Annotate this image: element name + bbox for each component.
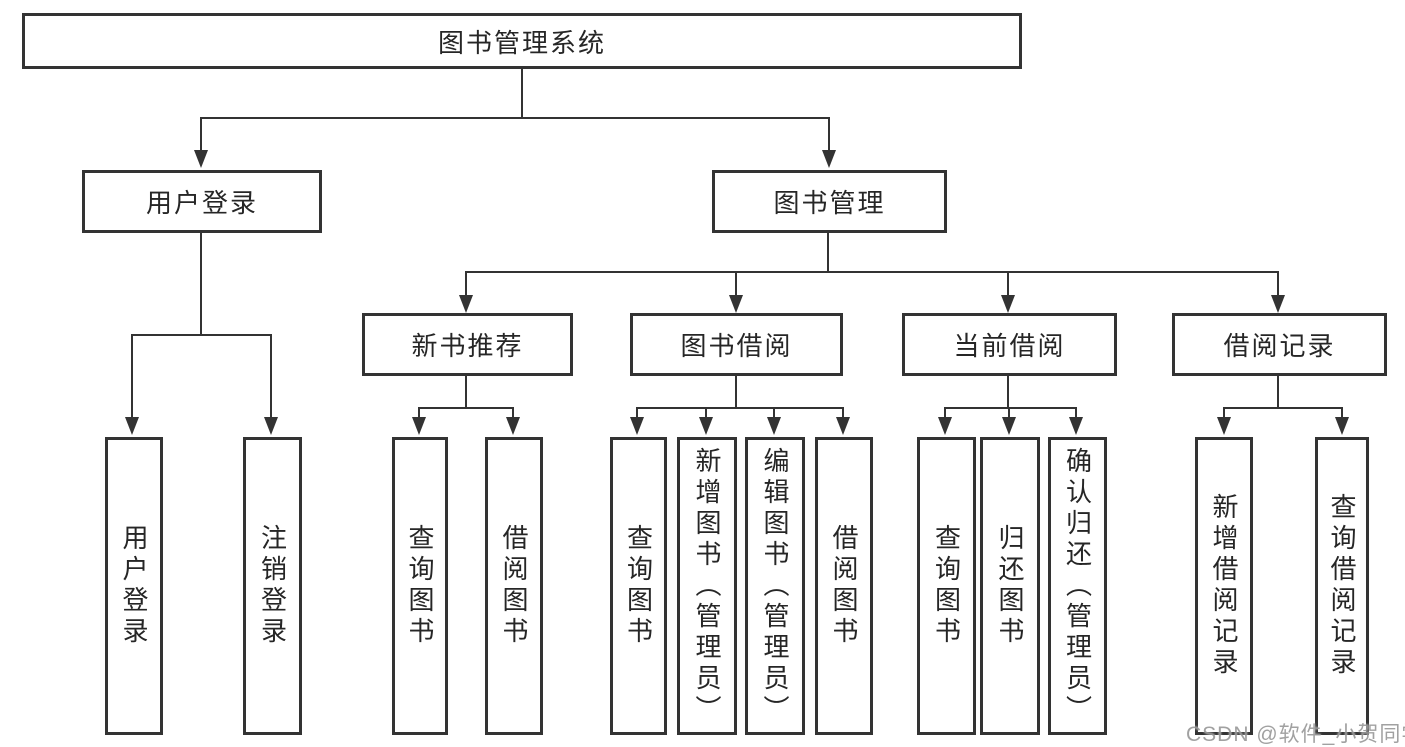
connector-line (944, 407, 1077, 409)
connector-line (418, 407, 420, 419)
node-label: 借阅图书 (829, 524, 859, 648)
arrowhead-down-icon (194, 150, 208, 168)
connector-line (705, 407, 707, 419)
leaf-user-login: 用户登录 (105, 437, 163, 735)
leaf-add-borrow-record: 新增借阅记录 (1195, 437, 1253, 735)
node-label: 查询图书 (623, 524, 654, 648)
connector-line (636, 407, 844, 409)
connector-line (521, 69, 523, 119)
arrowhead-down-icon (938, 417, 952, 435)
connector-line (200, 233, 202, 336)
csdn-watermark: CSDN @软件_小贺同学 (1186, 723, 1405, 746)
node-borrow-record: 借阅记录 (1172, 313, 1387, 376)
connector-line (1223, 407, 1225, 419)
connector-line (270, 334, 272, 419)
connector-line (131, 334, 133, 419)
node-book-management: 图书管理 (712, 170, 947, 233)
arrowhead-down-icon (412, 417, 426, 435)
arrowhead-down-icon (1001, 295, 1015, 313)
node-label: 新增借阅记录 (1209, 493, 1239, 679)
connector-line (1277, 376, 1279, 409)
arrowhead-down-icon (767, 417, 781, 435)
node-root: 图书管理系统 (22, 13, 1022, 69)
node-label: 查询图书 (405, 524, 435, 648)
node-label: 新增图书（管理员） (692, 446, 722, 726)
leaf-return-books: 归还图书 (980, 437, 1040, 735)
node-new-book-recommend: 新书推荐 (362, 313, 573, 376)
connector-line (1341, 407, 1343, 419)
connector-line (636, 407, 638, 419)
leaf-confirm-return-admin: 确认归还（管理员） (1048, 437, 1107, 735)
connector-line (827, 233, 829, 273)
connector-line (1277, 271, 1279, 297)
node-label: 注销登录 (257, 524, 288, 648)
leaf-edit-books-admin: 编辑图书（管理员） (745, 437, 805, 735)
arrowhead-down-icon (1069, 417, 1083, 435)
arrowhead-down-icon (836, 417, 850, 435)
leaf-borrow-books: 借阅图书 (815, 437, 873, 735)
node-label: 用户登录 (145, 188, 258, 218)
connector-line (1075, 407, 1077, 419)
connector-line (465, 271, 467, 297)
node-label: 图书管理系统 (437, 27, 606, 58)
node-label: 图书借阅 (680, 331, 793, 361)
node-current-borrow: 当前借阅 (902, 313, 1117, 376)
node-book-borrow: 图书借阅 (630, 313, 843, 376)
connector-line (200, 117, 202, 152)
node-label: 确认归还（管理员） (1062, 446, 1093, 726)
node-user-login: 用户登录 (82, 170, 322, 233)
connector-line (944, 407, 946, 419)
connector-line (465, 271, 1279, 273)
connector-line (828, 117, 830, 152)
arrowhead-down-icon (822, 150, 836, 168)
node-label: 查询图书 (931, 524, 962, 648)
leaf-add-books-admin: 新增图书（管理员） (677, 437, 737, 735)
leaf-query-borrow-record: 查询借阅记录 (1315, 437, 1369, 735)
connector-line (1007, 376, 1009, 409)
arrowhead-down-icon (1271, 295, 1285, 313)
node-label: 图书管理 (773, 188, 886, 218)
leaf-query-books-recommend: 查询图书 (392, 437, 448, 735)
arrowhead-down-icon (1217, 417, 1231, 435)
node-label: 新书推荐 (411, 331, 524, 361)
node-label: 查询借阅记录 (1327, 493, 1357, 679)
leaf-query-books-borrow: 查询图书 (610, 437, 667, 735)
connector-line (773, 407, 775, 419)
node-label: 借阅记录 (1223, 331, 1336, 361)
node-label: 当前借阅 (953, 331, 1066, 361)
arrowhead-down-icon (459, 295, 473, 313)
connector-line (842, 407, 844, 419)
arrowhead-down-icon (506, 417, 520, 435)
connector-line (1223, 407, 1343, 409)
connector-line (1007, 271, 1009, 297)
arrowhead-down-icon (1002, 417, 1016, 435)
node-label: 编辑图书（管理员） (760, 446, 790, 726)
arrowhead-down-icon (630, 417, 644, 435)
leaf-borrow-books-recommend: 借阅图书 (485, 437, 543, 735)
connector-line (418, 407, 514, 409)
connector-line (200, 117, 830, 119)
node-label: 借阅图书 (499, 524, 529, 648)
arrowhead-down-icon (729, 295, 743, 313)
leaf-logout: 注销登录 (243, 437, 302, 735)
arrowhead-down-icon (264, 417, 278, 435)
leaf-query-books-current: 查询图书 (917, 437, 976, 735)
node-label: 用户登录 (119, 524, 149, 648)
connector-line (735, 271, 737, 297)
connector-line (131, 334, 272, 336)
connector-line (735, 376, 737, 409)
arrowhead-down-icon (1335, 417, 1349, 435)
connector-line (465, 376, 467, 409)
connector-line (512, 407, 514, 419)
arrowhead-down-icon (699, 417, 713, 435)
arrowhead-down-icon (125, 417, 139, 435)
connector-line (1008, 407, 1010, 419)
node-label: 归还图书 (995, 524, 1025, 648)
